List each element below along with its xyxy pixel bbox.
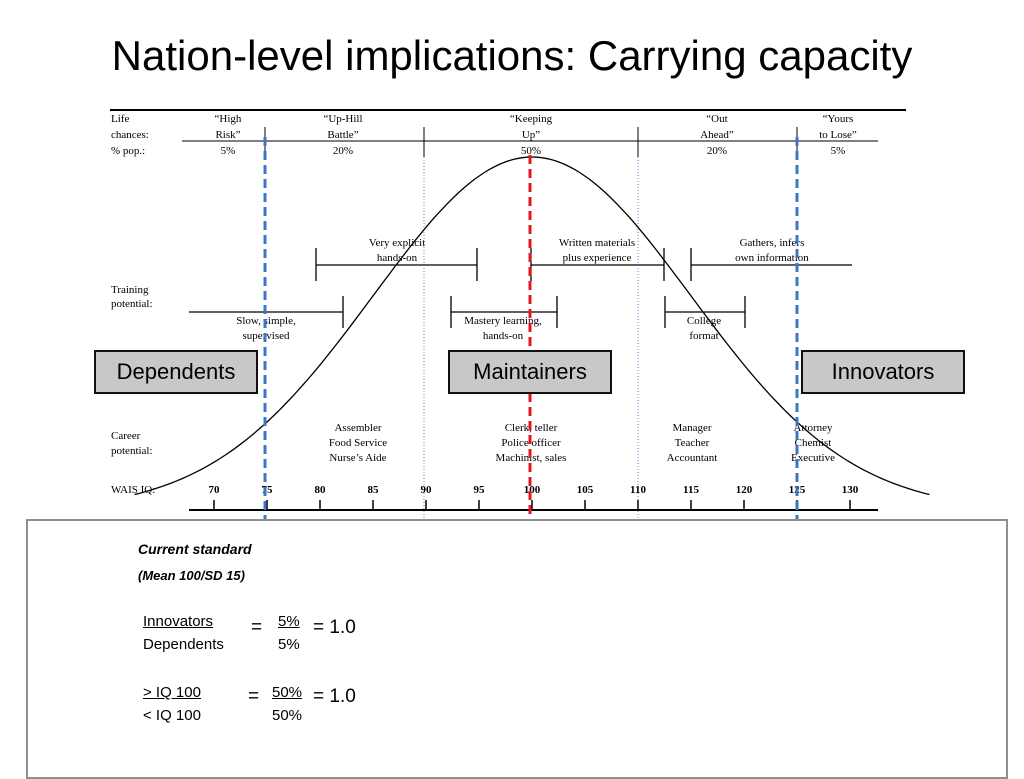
ratio-result: = 1.0	[313, 617, 356, 638]
row-label-career: Career	[111, 430, 141, 442]
row-label-training: Training	[111, 284, 149, 296]
iq-tick-label: 80	[315, 484, 327, 496]
row-label-career: potential:	[111, 445, 153, 457]
iq-tick-label: 105	[577, 484, 594, 496]
iq-tick-label: 95	[474, 484, 486, 496]
row-label-life: Life	[111, 113, 129, 125]
training-label: Written materials	[559, 237, 635, 249]
career-label: Executive	[791, 452, 835, 464]
life-chance-label: to Lose”	[819, 129, 857, 141]
ratio-equals: =	[248, 686, 260, 707]
career-label: Teacher	[675, 437, 710, 449]
training-label: hands-on	[483, 330, 524, 342]
life-chance-label: Battle”	[327, 129, 358, 141]
ratio-equals: =	[251, 617, 263, 638]
iq-tick-label: 100	[524, 484, 541, 496]
life-chance-label: “Keeping	[510, 113, 553, 125]
life-chance-label: Ahead”	[700, 129, 734, 141]
ratio-denominator-label: < IQ 100	[143, 707, 201, 724]
life-chance-label: “Yours	[823, 113, 854, 125]
career-label: Nurse’s Aide	[329, 452, 386, 464]
iq-tick-label: 115	[683, 484, 699, 496]
career-label: Assembler	[334, 422, 381, 434]
row-label-iq: WAIS IQ:	[111, 484, 155, 496]
iq-tick-label: 85	[368, 484, 380, 496]
career-label: Food Service	[329, 437, 387, 449]
career-label: Chemist	[795, 437, 832, 449]
dependents-box: Dependents	[94, 350, 258, 394]
training-label: Gathers, infers	[740, 237, 805, 249]
ratio-result: = 1.0	[313, 686, 356, 707]
career-label: Manager	[672, 422, 711, 434]
iq-tick-label: 75	[262, 484, 274, 496]
iq-tick-group: 707580859095100105110115120125130	[209, 484, 859, 510]
life-chance-pct: 20%	[707, 145, 727, 157]
life-chance-pct: 5%	[221, 145, 236, 157]
life-chance-label: “Out	[706, 113, 727, 125]
life-chance-label: “High	[215, 113, 242, 125]
panel-heading: Current standard	[138, 541, 252, 557]
training-label: College	[687, 315, 721, 327]
row-label-life: chances:	[111, 129, 149, 141]
ratio-numerator-label: Innovators	[143, 613, 214, 630]
life-chance-pct: 20%	[333, 145, 353, 157]
training-label: hands-on	[377, 252, 418, 264]
career-label: Attorney	[793, 422, 833, 434]
iq-tick-label: 110	[630, 484, 646, 496]
training-label: own information	[735, 252, 809, 264]
ratio-numerator-value: 50%	[272, 684, 303, 701]
panel-subheading: (Mean 100/SD 15)	[138, 568, 245, 583]
iq-tick-label: 70	[209, 484, 221, 496]
iq-tick-label: 130	[842, 484, 859, 496]
slide-title: Nation-level implications: Carrying capa…	[111, 32, 913, 79]
ratio-denominator-value: 5%	[278, 636, 300, 653]
iq-tick-label: 90	[421, 484, 433, 496]
life-chance-label: Up”	[522, 129, 540, 141]
maintainers-box: Maintainers	[448, 350, 612, 394]
life-chance-label: Risk”	[215, 129, 240, 141]
iq-tick-label: 120	[736, 484, 753, 496]
training-label: Mastery learning,	[464, 315, 542, 327]
training-label: plus experience	[563, 252, 632, 264]
innovators-box: Innovators	[801, 350, 965, 394]
row-label-training: potential:	[111, 298, 153, 310]
life-chance-pct: 5%	[831, 145, 846, 157]
life-chance-label: “Up-Hill	[323, 113, 362, 125]
training-label: format	[689, 330, 718, 342]
life-chance-pct: 50%	[521, 145, 541, 157]
ratio-numerator-value: 5%	[278, 613, 300, 630]
ratio-denominator-label: Dependents	[143, 636, 224, 653]
career-label: Accountant	[667, 452, 718, 464]
ratio-denominator-value: 50%	[272, 707, 303, 724]
ratio-numerator-label: > IQ 100	[143, 684, 201, 701]
row-label-life: % pop.:	[111, 145, 145, 157]
carrying-capacity-panel	[26, 519, 1008, 779]
